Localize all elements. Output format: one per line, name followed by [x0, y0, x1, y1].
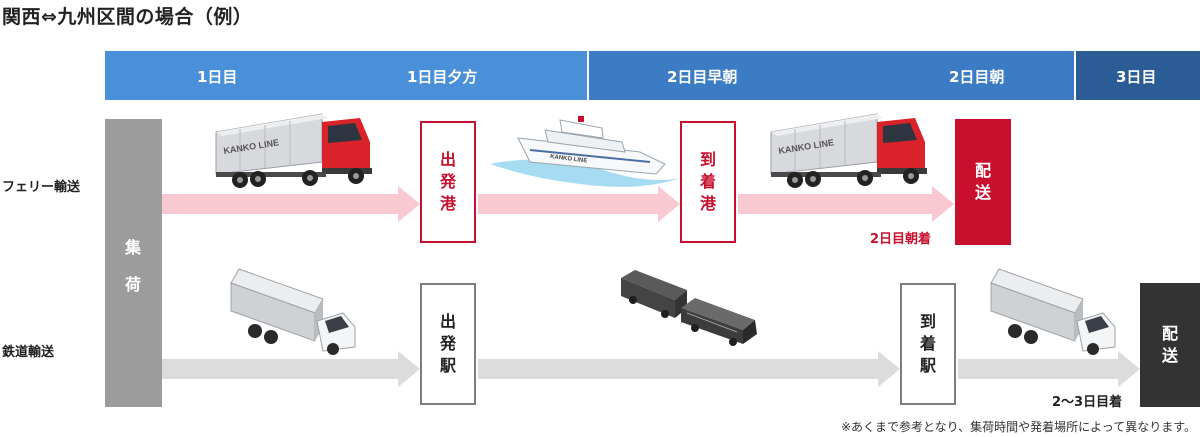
- timeline-segment-day3: 3日目: [1076, 51, 1200, 100]
- freight-train-icon: [621, 270, 757, 346]
- timeline-label-day2-morning: 2日目朝: [949, 68, 1005, 86]
- timeline-label-day3: 3日目: [1116, 68, 1157, 86]
- rail-departure-char-2: 発: [439, 334, 456, 353]
- rail-arrival-char-1: 到: [919, 312, 936, 331]
- timeline-label-day1: 1日目: [197, 68, 238, 86]
- rail-arrow-3: [958, 351, 1140, 387]
- rail-arrow-2: [478, 351, 900, 387]
- truck-icon: KANKO LINE: [215, 113, 372, 188]
- rail-arrival-char-2: 着: [919, 334, 936, 353]
- ferry-departure-port-box: 出 発 港: [420, 121, 476, 243]
- truck-icon: KANKO LINE: [770, 113, 927, 188]
- timeline-label-day1-evening: 1日目夕方: [407, 68, 478, 86]
- ferry-departure-char-3: 港: [439, 194, 456, 213]
- truck-icon: [990, 268, 1116, 355]
- rail-arrow-1: [162, 351, 420, 387]
- rail-delivery-char-2: 送: [1161, 346, 1178, 365]
- ferry-departure-char-1: 出: [439, 150, 456, 169]
- rail-delivery-char-1: 配: [1161, 324, 1178, 343]
- row-label-ferry: フェリー輸送: [2, 180, 81, 195]
- page-title: 関西⇔九州区間の場合（例）: [2, 6, 253, 28]
- truck-icon: [230, 268, 356, 355]
- ferry-arrival-port-box: 到 着 港: [680, 121, 736, 243]
- ferry-arrow-2: [478, 186, 680, 222]
- ferry-arrival-char-1: 到: [699, 150, 716, 169]
- ferry-arrival-char-2: 着: [699, 172, 716, 191]
- rail-departure-char-3: 駅: [439, 356, 456, 375]
- ferry-arrow-1: [162, 186, 420, 222]
- ship-logo-text: KANKO LINE: [550, 154, 588, 165]
- ferry-arrow-3: [738, 186, 954, 222]
- ferry-ship-icon: KANKO LINE: [490, 116, 680, 187]
- rail-arrival-station-box: 到 着 駅: [900, 283, 956, 405]
- footnote: ※あくまで参考となり、集荷時間や発着場所によって異なります。: [840, 420, 1196, 434]
- rail-arrival-note: 2〜3日目着: [1052, 395, 1123, 410]
- collection-column: 集 荷: [105, 119, 162, 407]
- ferry-arrival-char-3: 港: [699, 194, 716, 213]
- timeline-label-day2-early: 2日目早朝: [667, 68, 738, 86]
- row-label-rail: 鉄道輸送: [2, 345, 55, 360]
- timeline-segment-day2: 2日目早朝 2日目朝: [589, 51, 1074, 100]
- ferry-delivery-char-1: 配: [974, 161, 991, 180]
- collection-char-1: 集: [125, 238, 142, 257]
- ferry-arrival-note: 2日目朝着: [870, 232, 932, 247]
- ferry-delivery-char-2: 送: [974, 183, 991, 202]
- timeline-segment-day1: 1日目 1日目夕方: [105, 51, 587, 100]
- collection-char-2: 荷: [125, 275, 142, 294]
- ferry-departure-char-2: 発: [439, 172, 456, 191]
- rail-arrival-char-3: 駅: [919, 356, 936, 375]
- rail-departure-station-box: 出 発 駅: [420, 283, 476, 405]
- rail-delivery-box: 配 送: [1140, 283, 1200, 407]
- rail-departure-char-1: 出: [439, 312, 456, 331]
- ferry-delivery-box: 配 送: [955, 119, 1011, 245]
